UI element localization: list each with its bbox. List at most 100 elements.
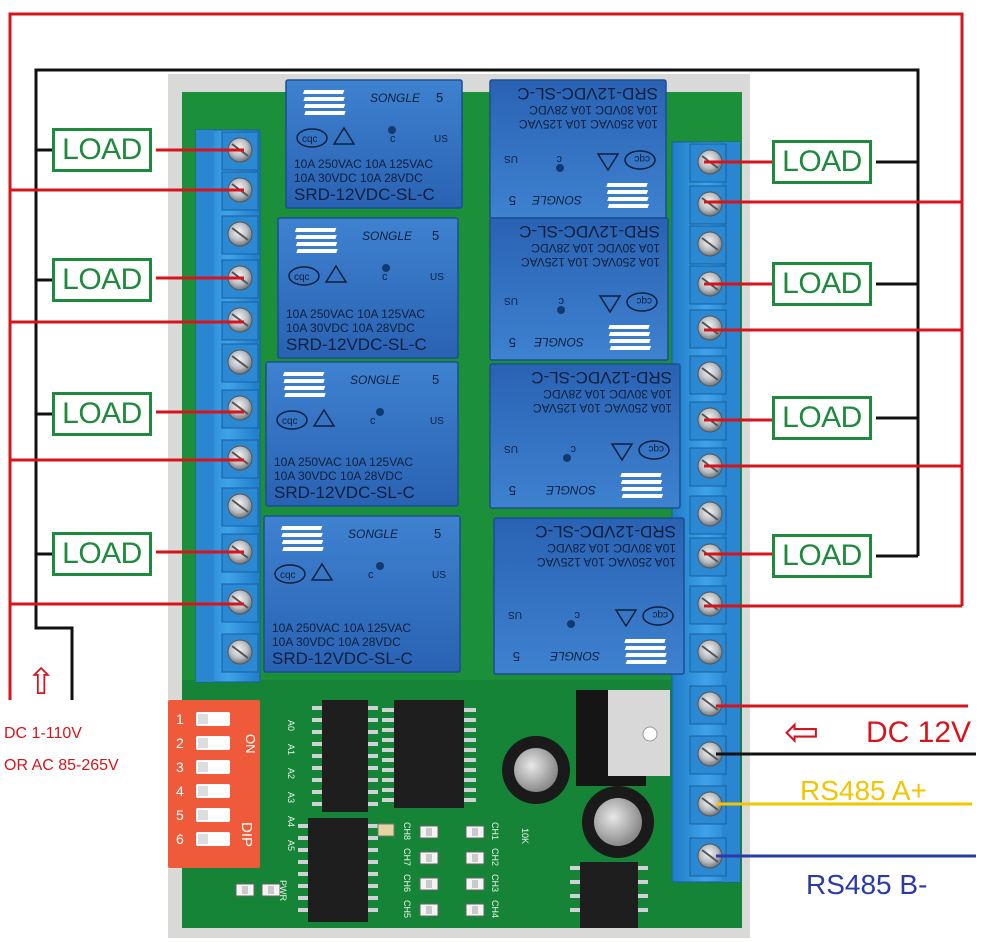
- led: [465, 825, 485, 839]
- relay-model: SRD-12VDC-SL-C: [272, 649, 413, 668]
- relay-rating: 10A 250VAC 10A 125VAC: [286, 307, 425, 321]
- relay-rating: 10A 30VDC 10A 28VDC: [286, 321, 415, 335]
- ic-chips: [298, 690, 670, 928]
- dip-key: 5: [176, 807, 230, 823]
- terminal-screw: [221, 389, 259, 429]
- dip-number: 5: [176, 807, 184, 823]
- dip-key: 6: [176, 831, 230, 847]
- relay-rating: 10A 30VDC 10A 28VDC: [272, 635, 401, 649]
- terminal-screw: [221, 633, 259, 673]
- relay-rating: 10A 250VAC 10A 125VAC: [533, 401, 672, 415]
- terminal-screw: [221, 487, 259, 527]
- led: [465, 877, 485, 891]
- silk-address: A0: [286, 720, 296, 731]
- silk-address: A1: [286, 744, 296, 755]
- dip-number: 4: [176, 783, 184, 799]
- silk-channel: CH8: [402, 822, 412, 840]
- relay-rating: 10A 250VAC 10A 125VAC: [537, 555, 676, 569]
- led: [261, 883, 281, 897]
- relay-mark: US: [504, 153, 518, 164]
- relay-brand: SONGLE: [362, 229, 413, 243]
- relay-mark: 5: [436, 90, 443, 105]
- relay-rating: 10A 30VDC 10A 28VDC: [274, 469, 403, 483]
- relay-cert: cqc: [652, 609, 668, 620]
- dip-key: 1: [176, 711, 230, 727]
- silk-channel: CH5: [402, 900, 412, 918]
- load-box-right-2: LOAD: [772, 262, 872, 306]
- relay-mark: 5: [509, 335, 516, 350]
- led: [465, 851, 485, 865]
- terminal-screw: [689, 537, 727, 577]
- relay-mark: 5: [509, 483, 516, 498]
- relay-brand: SONGLE: [348, 527, 399, 541]
- terminal-screw: [221, 343, 259, 383]
- relay-cert: cqc: [294, 272, 310, 283]
- relay-mark: c: [556, 153, 562, 165]
- dip-key: 4: [176, 783, 230, 799]
- relay-mark: 5: [432, 228, 439, 243]
- relay-brand: SONGLE: [531, 193, 582, 207]
- relay-mark: c: [558, 295, 564, 307]
- load-box-left-3: LOAD: [52, 392, 152, 436]
- relay-mark: US: [434, 134, 448, 145]
- led: [419, 903, 439, 917]
- red-wire-left-outer: [8, 12, 964, 700]
- terminal-screw: [689, 355, 727, 395]
- relay-mark: 5: [513, 649, 520, 664]
- silk-channel: CH1: [490, 822, 500, 840]
- relay-brand: SONGLE: [370, 91, 421, 105]
- terminal-screw: [689, 495, 727, 535]
- dip-dip-label: DIP: [238, 822, 255, 847]
- relay-mark: c: [390, 133, 396, 145]
- dip-number: 6: [176, 831, 184, 847]
- dc12v-arrow: ⇦: [784, 707, 819, 756]
- relay-mark: 5: [509, 193, 516, 208]
- relay-rating: 10A 250VAC 10A 125VAC: [294, 157, 433, 171]
- relay-cert: cqc: [282, 416, 298, 427]
- led: [465, 903, 485, 917]
- load-box-left-1: LOAD: [52, 128, 152, 172]
- relay-mark: US: [432, 570, 446, 581]
- relay-mark: c: [368, 569, 374, 581]
- silk-address: A3: [286, 792, 296, 803]
- relay-mark: 5: [432, 372, 439, 387]
- silkscreen-labels: A0A1A2A3A4A5CH8CH7CH6CH5CH1CH2CH3CH4PWR1…: [278, 720, 530, 918]
- relay-rating: 10A 250VAC 10A 125VAC: [274, 455, 413, 469]
- dc12v-label: DC 12V: [866, 716, 971, 749]
- wires: [8, 12, 976, 858]
- relay-brand: SONGLE: [350, 373, 401, 387]
- relay-mark: US: [504, 443, 518, 454]
- relay-rating: 10A 30VDC 10A 28VDC: [531, 241, 660, 255]
- relay-mark: c: [382, 271, 388, 283]
- load-box-left-2: LOAD: [52, 258, 152, 302]
- silk-resistor: 10K: [520, 828, 530, 844]
- dip-key: 3: [176, 759, 230, 775]
- relay-cert: cqc: [280, 570, 296, 581]
- terminal-screw: [689, 633, 727, 673]
- terminal-screw: [689, 837, 727, 877]
- relay-rating: 10A 30VDC 10A 28VDC: [543, 387, 672, 401]
- load-box-left-4: LOAD: [52, 532, 152, 576]
- led: [235, 883, 255, 897]
- load-box-right-1: LOAD: [772, 140, 872, 184]
- silk-pwr: PWR: [278, 880, 288, 901]
- terminal-screw: [221, 301, 259, 341]
- relay-mark: US: [430, 272, 444, 283]
- relay-cert: cqc: [636, 295, 652, 306]
- silk-address: A2: [286, 768, 296, 779]
- relay-cert: cqc: [648, 443, 664, 454]
- silk-address: A5: [286, 840, 296, 851]
- dip-number: 1: [176, 711, 184, 727]
- relay-rating: 10A 30VDC 10A 28VDC: [294, 171, 423, 185]
- relay-rating: 10A 30VDC 10A 28VDC: [529, 103, 658, 117]
- power-input-line2: OR AC 85-265V: [4, 757, 119, 774]
